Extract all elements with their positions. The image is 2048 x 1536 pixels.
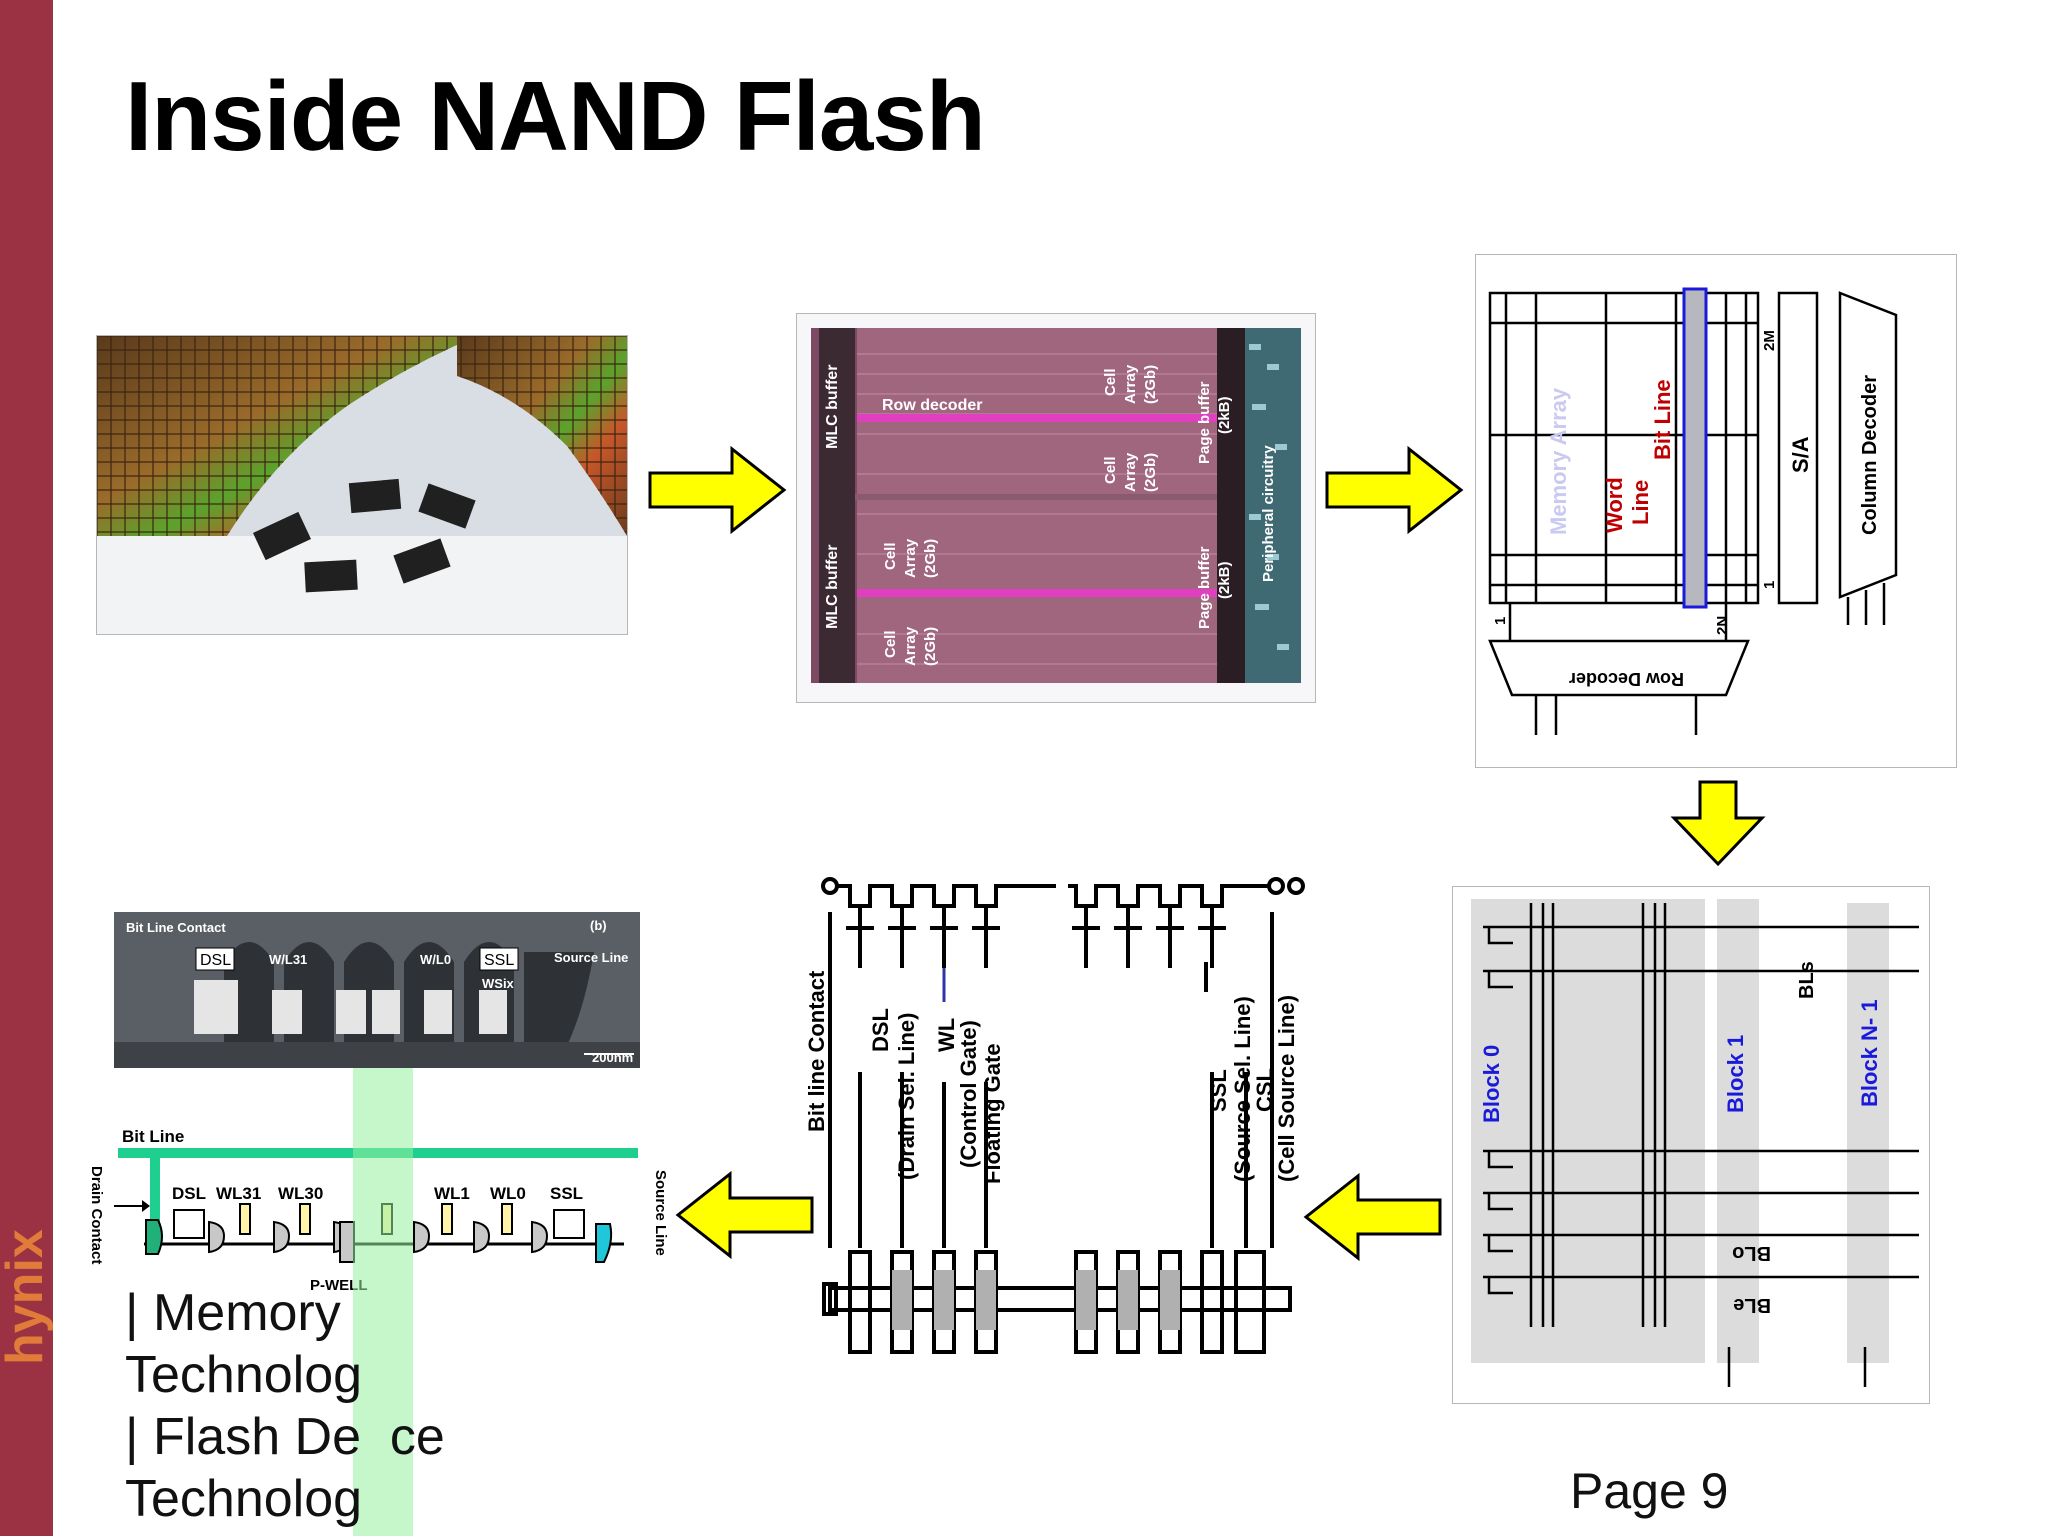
sidebar-band: [0, 0, 53, 1536]
die-page-buffer-2: Page buffer: [1196, 546, 1213, 629]
die-mlc-buffer-1: MLC buffer: [824, 365, 841, 449]
arrow-left-icon: [1303, 1172, 1442, 1262]
xs-wl30: WL30: [278, 1184, 323, 1203]
sem-wsix: WSix: [482, 976, 515, 991]
caption-line-4: Technolog: [125, 1470, 363, 1528]
nand-string-diagram: Bit line Contact DSL (Drain Sel. Line) W…: [804, 872, 1326, 1362]
highlight-band: [353, 1068, 413, 1536]
die-size-label: (2Gb): [922, 539, 939, 578]
die-photo: MLC buffer MLC buffer Row decoder Cell A…: [796, 313, 1316, 703]
wafer-photo: [96, 335, 628, 635]
xs-ssl: SSL: [550, 1184, 583, 1203]
two-m-label: 2M: [1761, 330, 1778, 351]
dsl-label: DSL: [868, 1008, 893, 1052]
xs-drain-contact: Drain Contact: [88, 1166, 105, 1264]
arrow-left-icon: [675, 1170, 814, 1260]
word-label: Word: [1602, 477, 1627, 533]
array-schematic: Memory Array Word Line Bit Line S/A Colu…: [1475, 254, 1957, 768]
die-size-label: (2Gb): [1142, 365, 1159, 404]
floating-gate-label: Floating Gate: [980, 1043, 1005, 1184]
xs-source-line: Source Line: [652, 1170, 669, 1256]
block-diagram: Block 0 Block 1 Block N- 1 BLs BLo BLe: [1452, 886, 1930, 1404]
sem-source-line: Source Line: [554, 950, 628, 965]
caption-text: | Memory Technolog | Flash De ce Technol…: [125, 1282, 545, 1530]
die-size-label: (2Gb): [1142, 453, 1159, 492]
bit-line-label: Bit Line: [1650, 379, 1675, 460]
source-sel-label: (Source Sel. Line): [1230, 996, 1255, 1182]
column-decoder-label: Column Decoder: [1859, 375, 1881, 535]
row-decoder-label: Row Decoder: [1569, 669, 1684, 689]
sa-label: S/A: [1788, 436, 1813, 473]
die-cell-label: Cell: [882, 630, 899, 658]
arrow-down-icon: [1670, 780, 1766, 867]
line-label: Line: [1628, 480, 1653, 525]
xs-wl1: WL1: [434, 1184, 470, 1203]
one-label-b: 1: [1761, 581, 1778, 589]
two-n-label: 2N: [1714, 616, 1731, 635]
bls-label: BLs: [1796, 961, 1818, 999]
die-array-label: Array: [902, 626, 919, 666]
blockn-label: Block N- 1: [1857, 999, 1882, 1107]
die-array-label: Array: [1122, 364, 1139, 404]
block1-label: Block 1: [1723, 1035, 1748, 1113]
ble-label: BLe: [1733, 1294, 1771, 1316]
arrow-right-icon: [1325, 445, 1464, 535]
page-number: Page 9: [1570, 1463, 1729, 1519]
csl-label: CSL: [1252, 1068, 1277, 1112]
xs-dsl: DSL: [172, 1184, 206, 1203]
die-kb-label: (2kB): [1216, 396, 1233, 434]
slide-title: Inside NAND Flash: [125, 61, 986, 171]
bit-line-contact-label: Bit line Contact: [806, 970, 829, 1132]
die-page-buffer-1: Page buffer: [1196, 381, 1213, 464]
xs-wl31: WL31: [216, 1184, 261, 1203]
die-array-label: Array: [1122, 452, 1139, 492]
ssl-label: SSL: [1206, 1069, 1231, 1112]
sem-bit-line-contact: Bit Line Contact: [126, 920, 226, 935]
control-gate-label: (Control Gate): [956, 1020, 981, 1168]
sem-panel: (b): [590, 918, 607, 933]
sem-scale: 200nm: [592, 1050, 633, 1065]
die-cell-label: Cell: [882, 542, 899, 570]
cell-source-label: (Cell Source Line): [1274, 995, 1299, 1182]
xs-bit-line: Bit Line: [122, 1127, 184, 1146]
sem-ssl: SSL: [484, 952, 514, 969]
sem-wl31: W/L31: [269, 952, 307, 967]
die-peripheral: Peripheral circuitry: [1260, 445, 1277, 582]
die-kb-label: (2kB): [1216, 561, 1233, 599]
die-size-label: (2Gb): [922, 627, 939, 666]
block0-label: Block 0: [1479, 1045, 1504, 1123]
one-label-a: 1: [1492, 617, 1509, 625]
die-row-decoder: Row decoder: [882, 397, 982, 414]
drain-sel-label: (Drain Sel. Line): [894, 1013, 919, 1180]
sem-wl0: W/L0: [420, 952, 451, 967]
memory-array-label: Memory Array: [1546, 387, 1571, 535]
hynix-logo: hynix: [0, 1229, 54, 1365]
sem-image: Bit Line Contact DSL W/L31 W/L0 SSL WSix…: [114, 912, 640, 1068]
die-array-label: Array: [902, 538, 919, 578]
blo-label: BLo: [1732, 1242, 1771, 1264]
wl-label: WL: [934, 1018, 959, 1052]
caption-line-3: | Flash De ce: [125, 1408, 445, 1466]
xs-wl0: WL0: [490, 1184, 526, 1203]
caption-line-1: | Memory: [125, 1284, 341, 1342]
sem-dsl: DSL: [200, 952, 231, 969]
caption-line-2: Technolog: [125, 1346, 363, 1404]
die-mlc-buffer-2: MLC buffer: [824, 545, 841, 629]
arrow-right-icon: [648, 445, 787, 535]
die-cell-label: Cell: [1102, 368, 1119, 396]
die-cell-label: Cell: [1102, 456, 1119, 484]
